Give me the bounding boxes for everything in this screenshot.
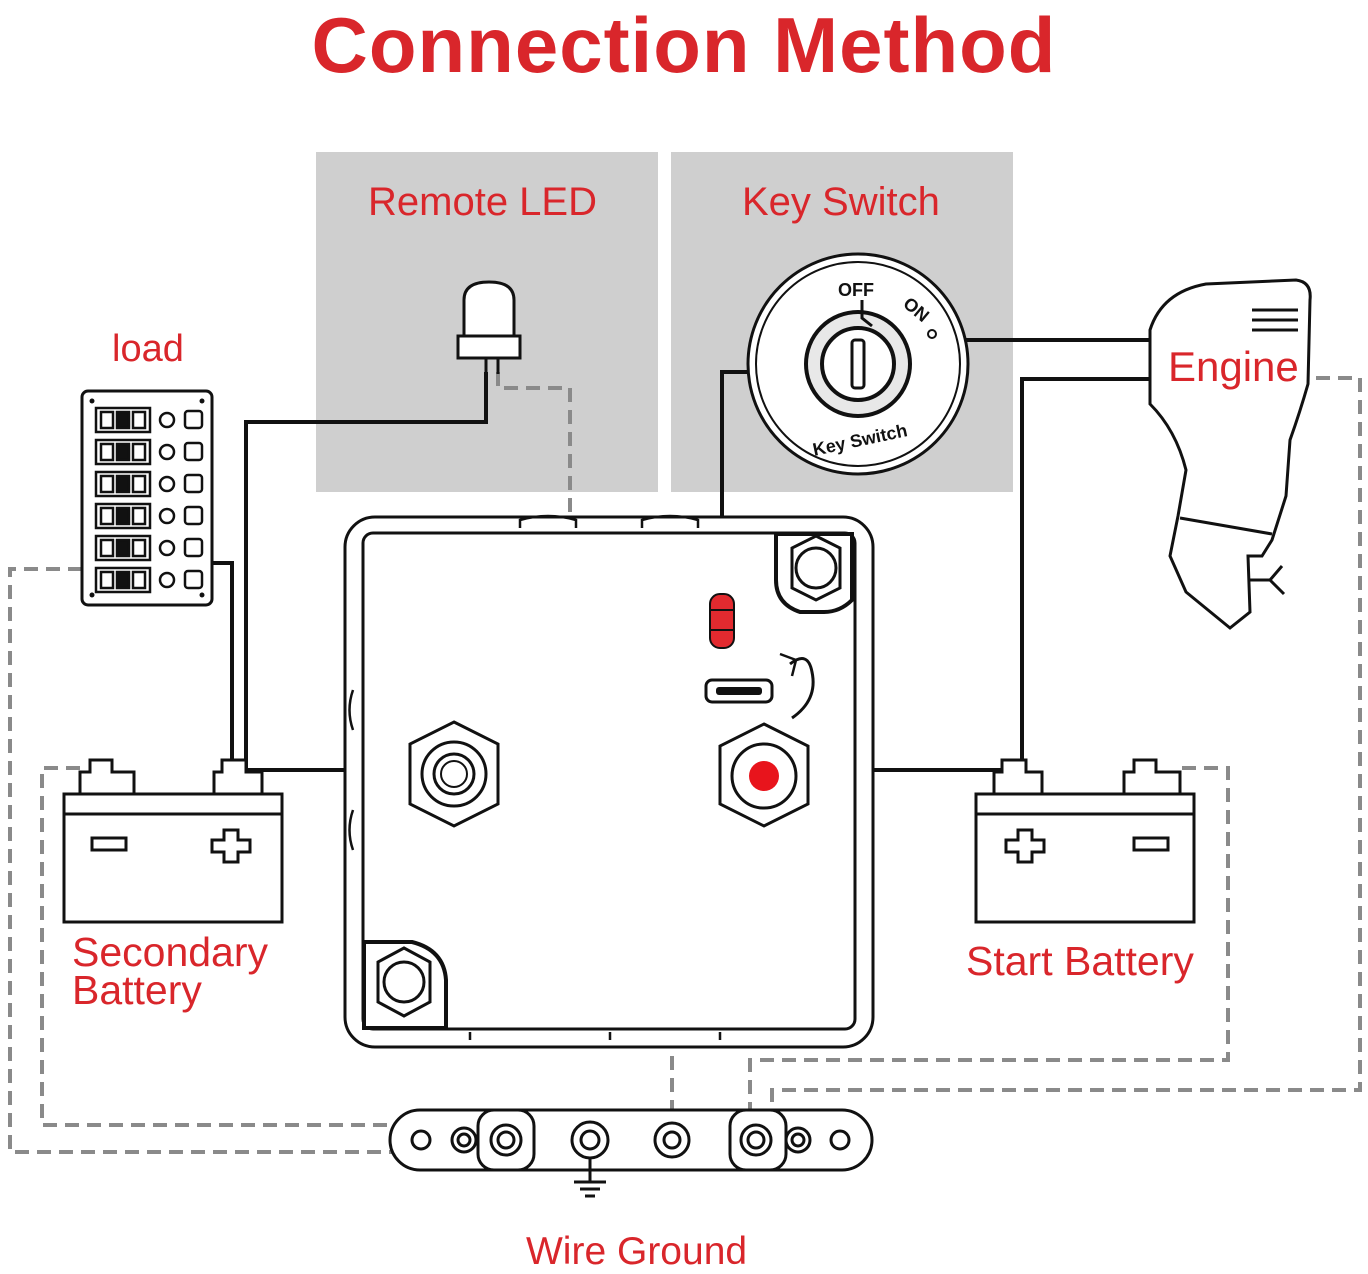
indicator-light-icon	[158, 411, 176, 429]
rocker-switch-segment	[99, 570, 115, 590]
rocker-switch-segment	[99, 442, 115, 462]
rocker-switch-segment	[115, 570, 131, 590]
load-switch-panel	[80, 389, 214, 607]
wire-ground-label: Wire Ground	[526, 1230, 748, 1273]
engine-label: Engine	[1168, 343, 1299, 390]
load-switch-row	[94, 438, 204, 466]
rocker-switch-segment	[99, 506, 115, 526]
fuse-slot-icon	[183, 473, 204, 494]
rocker-switch-segment	[115, 442, 131, 462]
key-switch-label: Key Switch	[742, 180, 940, 224]
rocker-switch-segment	[115, 474, 131, 494]
fuse-slot-icon	[183, 537, 204, 558]
secondary-battery-label-line1: Secondary	[72, 929, 269, 975]
key-switch-off-label: OFF	[838, 280, 874, 300]
secondary-battery-icon	[62, 758, 284, 924]
indicator-light-icon	[158, 507, 176, 525]
secondary-battery-label-line2: Battery	[72, 967, 202, 1013]
rocker-switch-segment	[99, 410, 115, 430]
page-title: Connection Method	[311, 1, 1057, 89]
load-switch-row	[94, 566, 204, 594]
load-switch-row	[94, 534, 204, 562]
fuse-slot-icon	[183, 505, 204, 526]
start-battery-label: Start Battery	[966, 938, 1194, 984]
fuse-slot-icon	[183, 409, 204, 430]
load-switch-row	[94, 502, 204, 530]
battery-isolator-module	[343, 514, 875, 1049]
rocker-switch-segment	[131, 570, 147, 590]
load-switch-row	[94, 406, 204, 434]
rocker-switch-segment	[131, 474, 147, 494]
rocker-switch-segment	[99, 538, 115, 558]
rocker-switch-segment	[131, 442, 147, 462]
ground-wire-start-battery	[748, 766, 1230, 1110]
rocker-switch-segment	[115, 538, 131, 558]
wire-remote-led	[244, 372, 488, 768]
remote-led-icon	[456, 280, 522, 374]
indicator-light-icon	[158, 571, 176, 589]
key-switch-icon: OFF ON Key Switch	[746, 252, 970, 476]
rocker-switch-segment	[131, 506, 147, 526]
wire-load-to-battery	[212, 561, 234, 768]
ground-bus-bar	[388, 1108, 874, 1172]
ground-wire-remote-led	[496, 372, 708, 692]
indicator-light-icon	[158, 475, 176, 493]
rocker-switch-segment	[115, 410, 131, 430]
rocker-switch-segment	[115, 506, 131, 526]
rocker-switch-segment	[99, 474, 115, 494]
indicator-light-icon	[158, 539, 176, 557]
load-switch-row	[94, 470, 204, 498]
ground-symbol-icon	[574, 1158, 606, 1198]
remote-led-label: Remote LED	[368, 180, 597, 224]
load-label: load	[112, 328, 184, 370]
ground-wire-engine	[770, 376, 1362, 1112]
fuse-slot-icon	[183, 441, 204, 462]
engine-icon	[1148, 278, 1312, 630]
fuse-slot-icon	[183, 569, 204, 590]
start-battery-icon	[974, 758, 1196, 924]
wire-engine-to-battery	[1020, 377, 1150, 768]
rocker-switch-segment	[131, 538, 147, 558]
ground-wire-load	[8, 567, 392, 1154]
rocker-switch-segment	[131, 410, 147, 430]
indicator-light-icon	[158, 443, 176, 461]
